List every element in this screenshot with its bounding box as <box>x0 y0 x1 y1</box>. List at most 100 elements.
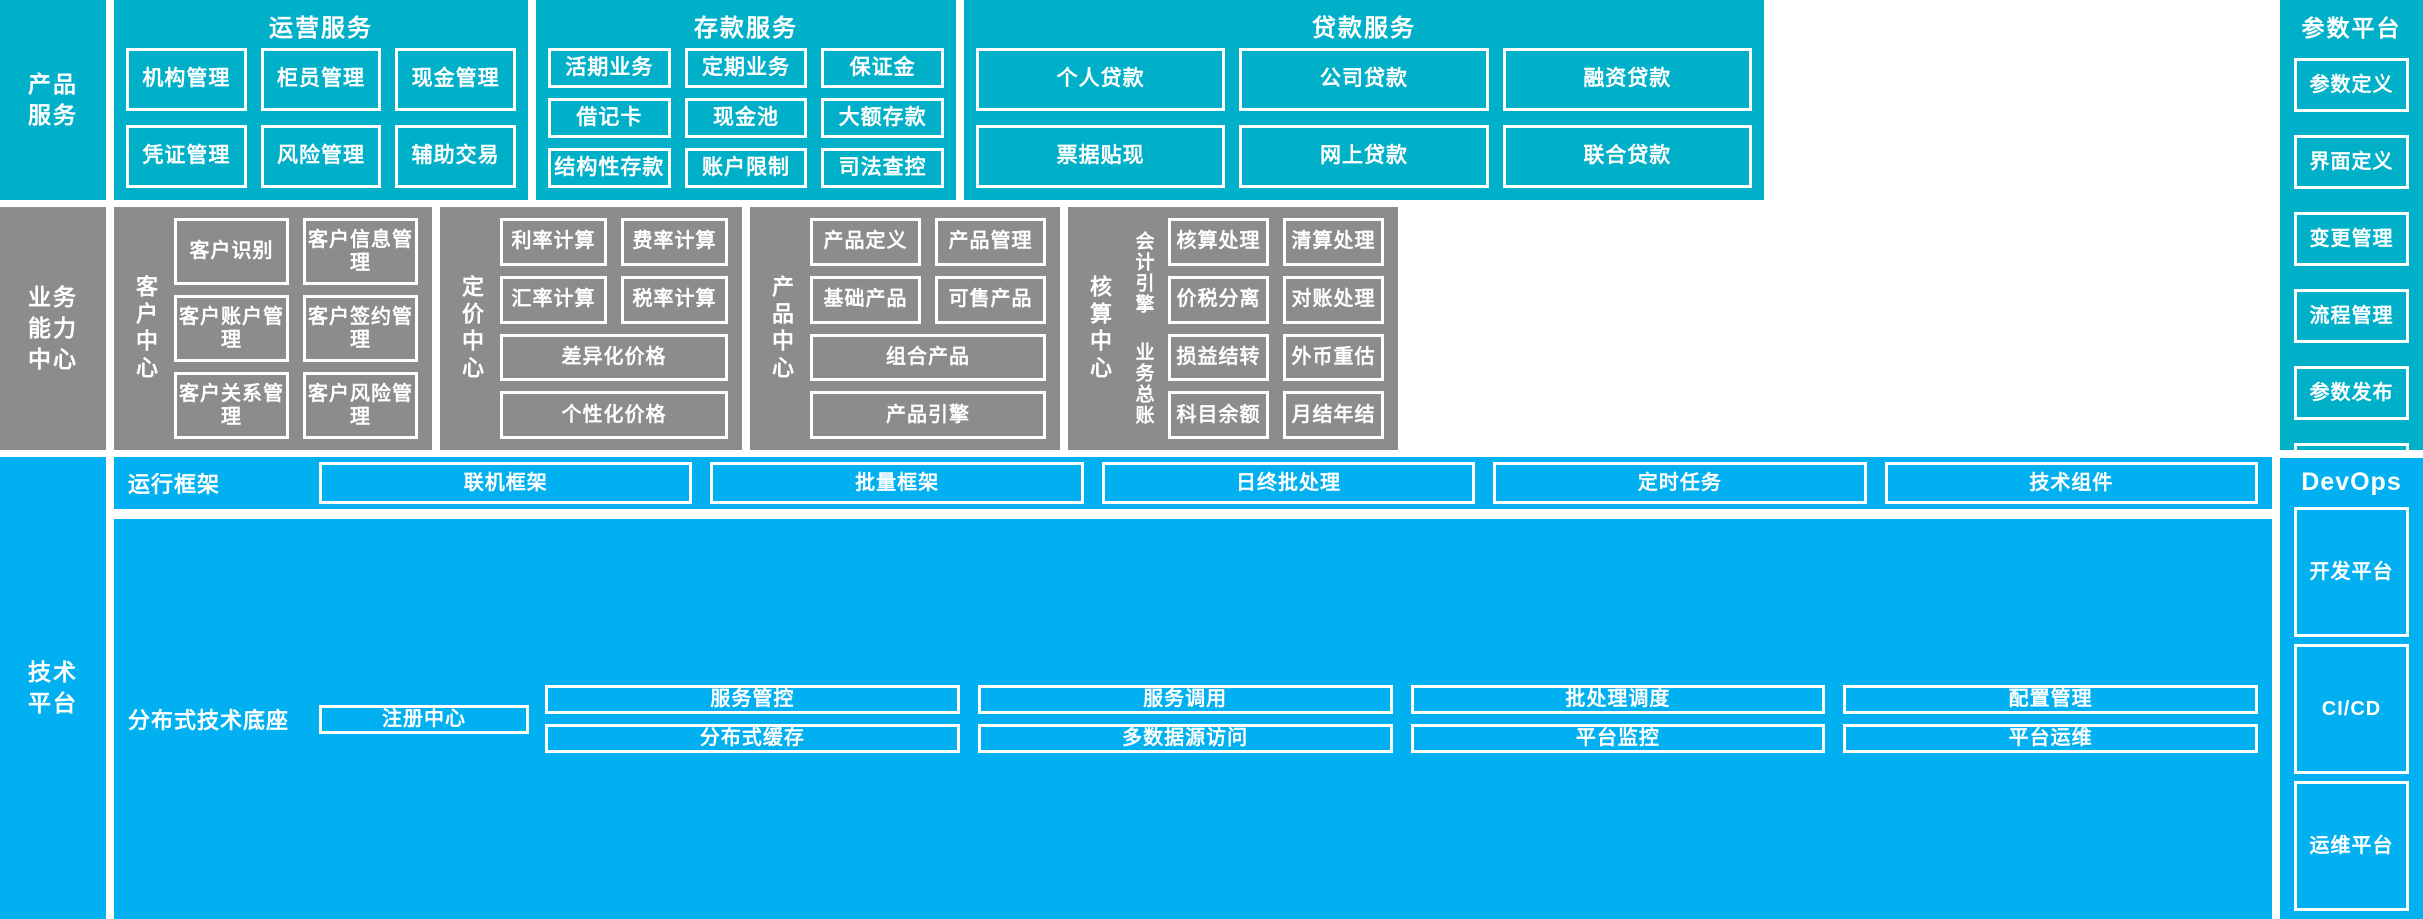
tile-row: 凭证管理 风险管理 辅助交易 <box>126 125 517 188</box>
tile-debit-card[interactable]: 借记卡 <box>548 98 671 138</box>
tile-org-management[interactable]: 机构管理 <box>126 48 247 111</box>
tile-risk-management[interactable]: 风险管理 <box>260 125 382 188</box>
tile-online-framework[interactable]: 联机框架 <box>319 462 693 504</box>
lane-label-technical-platform-text: 技术平台 <box>28 658 78 716</box>
tile-row: 组合产品 <box>810 333 1046 382</box>
tile-settlement-processing[interactable]: 清算处理 <box>1283 218 1384 266</box>
center-product-body: 产品定义 产品管理 基础产品 可售产品 组合产品 产品引擎 <box>810 218 1046 439</box>
layer-product-service: 产品服务 运营服务 机构管理 柜员管理 现金管理 凭证管理 风险管理 辅助交易 … <box>0 0 2423 200</box>
tile-foreign-currency-revaluation[interactable]: 外币重估 <box>1283 333 1384 382</box>
tile-price-tax-separation[interactable]: 价税分离 <box>1168 275 1269 324</box>
tile-demand-business[interactable]: 活期业务 <box>548 48 671 88</box>
tile-interface-definition[interactable]: 界面定义 <box>2294 135 2409 189</box>
tile-row: 分布式缓存 多数据源访问 平台监控 平台运维 <box>545 724 2258 753</box>
tile-accounting-processing[interactable]: 核算处理 <box>1168 218 1269 266</box>
tile-product-definition[interactable]: 产品定义 <box>810 218 921 266</box>
tile-financing-loan[interactable]: 融资贷款 <box>1502 48 1752 111</box>
tile-row: 票据贴现 网上贷款 联合贷款 <box>976 125 1752 188</box>
tile-row: 差异化价格 <box>500 333 728 382</box>
tile-corporate-loan[interactable]: 公司贷款 <box>1239 48 1489 111</box>
tile-row: 个性化价格 <box>500 391 728 439</box>
tile-sellable-product[interactable]: 可售产品 <box>935 275 1046 324</box>
tile-row: 科目余额 月结年结 <box>1168 391 1384 439</box>
center-customer: 客户中心 客户识别 客户信息管理 客户账户管理 客户签约管理 客户关系管理 客户… <box>114 207 432 450</box>
tile-cash-management[interactable]: 现金管理 <box>395 48 517 111</box>
tile-parameter-definition[interactable]: 参数定义 <box>2294 58 2409 112</box>
tile-customer-relation-management[interactable]: 客户关系管理 <box>174 372 289 439</box>
tile-multi-datasource-access[interactable]: 多数据源访问 <box>977 724 1393 753</box>
tile-differentiated-price[interactable]: 差异化价格 <box>500 333 728 382</box>
tile-account-balance[interactable]: 科目余额 <box>1168 391 1269 439</box>
tile-product-engine[interactable]: 产品引擎 <box>810 391 1046 439</box>
tile-profit-loss-carryover[interactable]: 损益结转 <box>1168 333 1269 382</box>
tile-margin-deposit[interactable]: 保证金 <box>821 48 945 88</box>
tile-ops-platform[interactable]: 运维平台 <box>2294 781 2409 911</box>
center-pricing: 定价中心 利率计算 费率计算 汇率计算 税率计算 差异化价格 个性化价格 <box>440 207 742 450</box>
tile-parameter-publish[interactable]: 参数发布 <box>2294 366 2409 420</box>
tile-process-management[interactable]: 流程管理 <box>2294 289 2409 343</box>
tile-row: 借记卡 现金池 大额存款 <box>548 98 945 138</box>
center-customer-name: 客户中心 <box>133 274 158 383</box>
center-accounting-subgroup-names: 会计引擎 业务总账 <box>1128 218 1158 439</box>
tile-platform-monitoring[interactable]: 平台监控 <box>1410 724 1826 753</box>
center-pricing-name: 定价中心 <box>459 274 484 383</box>
tile-tech-component[interactable]: 技术组件 <box>1884 462 2259 504</box>
tile-customer-identification[interactable]: 客户识别 <box>174 218 289 285</box>
tile-service-invocation[interactable]: 服务调用 <box>977 685 1393 714</box>
tile-month-year-end-close[interactable]: 月结年结 <box>1283 391 1384 439</box>
layer-technical-platform: 技术平台 运行框架 联机框架 批量框架 日终批处理 定时任务 技术组件 分布式技… <box>0 457 2423 919</box>
tile-exchange-rate-calc[interactable]: 汇率计算 <box>500 275 607 324</box>
tile-online-loan[interactable]: 网上贷款 <box>1239 125 1489 188</box>
tile-platform-operations[interactable]: 平台运维 <box>1843 724 2258 753</box>
tile-basic-product[interactable]: 基础产品 <box>810 275 921 324</box>
tile-judicial-control[interactable]: 司法查控 <box>821 148 945 188</box>
tile-customer-risk-management[interactable]: 客户风险管理 <box>303 372 418 439</box>
tile-cicd[interactable]: CI/CD <box>2294 644 2409 774</box>
center-pricing-body: 利率计算 费率计算 汇率计算 税率计算 差异化价格 个性化价格 <box>500 218 728 439</box>
tile-fee-rate-calc[interactable]: 费率计算 <box>621 218 728 266</box>
tile-structured-deposit[interactable]: 结构性存款 <box>548 148 671 188</box>
band-distributed-base-grid: 服务管控 服务调用 批处理调度 配置管理 分布式缓存 多数据源访问 平台监控 平… <box>545 685 2258 753</box>
tile-eod-batch-processing[interactable]: 日终批处理 <box>1101 462 1476 504</box>
tile-auxiliary-transaction[interactable]: 辅助交易 <box>395 125 517 188</box>
tile-customer-contract-management[interactable]: 客户签约管理 <box>303 295 418 362</box>
tile-account-restriction[interactable]: 账户限制 <box>684 148 808 188</box>
lane-label-product-service-text: 产品服务 <box>28 70 78 128</box>
tile-registry-center[interactable]: 注册中心 <box>319 704 529 734</box>
tile-scheduled-task[interactable]: 定时任务 <box>1493 462 1867 504</box>
tile-tax-rate-calc[interactable]: 税率计算 <box>621 275 728 324</box>
tile-service-governance[interactable]: 服务管控 <box>545 685 960 714</box>
subgroup-general-ledger-name: 业务总账 <box>1132 341 1154 426</box>
tile-joint-loan[interactable]: 联合贷款 <box>1502 125 1752 188</box>
tile-row: 产品引擎 <box>810 391 1046 439</box>
tile-cash-pool[interactable]: 现金池 <box>684 98 808 138</box>
tile-batch-framework[interactable]: 批量框架 <box>710 462 1084 504</box>
tile-row: 客户账户管理 客户签约管理 <box>174 295 418 362</box>
band-runtime-framework-items: 联机框架 批量框架 日终批处理 定时任务 技术组件 <box>319 462 2259 504</box>
tile-product-management[interactable]: 产品管理 <box>935 218 1046 266</box>
tile-row: 基础产品 可售产品 <box>810 275 1046 324</box>
tile-distributed-cache[interactable]: 分布式缓存 <box>545 724 960 753</box>
technical-platform-bands: 运行框架 联机框架 批量框架 日终批处理 定时任务 技术组件 分布式技术底座 注… <box>114 457 2272 919</box>
tile-batch-scheduling[interactable]: 批处理调度 <box>1410 685 1826 714</box>
tile-bill-discount[interactable]: 票据贴现 <box>976 125 1226 188</box>
tile-config-management[interactable]: 配置管理 <box>1843 685 2258 714</box>
tile-interest-rate-calc[interactable]: 利率计算 <box>500 218 607 266</box>
tile-customer-account-management[interactable]: 客户账户管理 <box>174 295 289 362</box>
lane-label-business-capability: 业务能力中心 <box>0 207 106 450</box>
tile-personal-loan[interactable]: 个人贷款 <box>976 48 1226 111</box>
tile-voucher-management[interactable]: 凭证管理 <box>126 125 247 188</box>
tile-change-management[interactable]: 变更管理 <box>2294 212 2409 266</box>
tile-customer-info-management[interactable]: 客户信息管理 <box>303 218 418 285</box>
tile-dev-platform[interactable]: 开发平台 <box>2294 507 2409 637</box>
tile-large-deposit[interactable]: 大额存款 <box>821 98 945 138</box>
tile-reconciliation-processing[interactable]: 对账处理 <box>1283 275 1384 324</box>
tile-time-business[interactable]: 定期业务 <box>684 48 808 88</box>
tile-composite-product[interactable]: 组合产品 <box>810 333 1046 382</box>
lane-label-technical-platform: 技术平台 <box>0 457 106 919</box>
tile-personalized-price[interactable]: 个性化价格 <box>500 391 728 439</box>
center-accounting-split: 会计引擎 业务总账 核算处理 清算处理 价税分离 对账处理 损益结转 外币重估 <box>1128 218 1384 439</box>
subgroup-accounting-engine-name: 会计引擎 <box>1132 231 1154 316</box>
tile-teller-management[interactable]: 柜员管理 <box>260 48 382 111</box>
